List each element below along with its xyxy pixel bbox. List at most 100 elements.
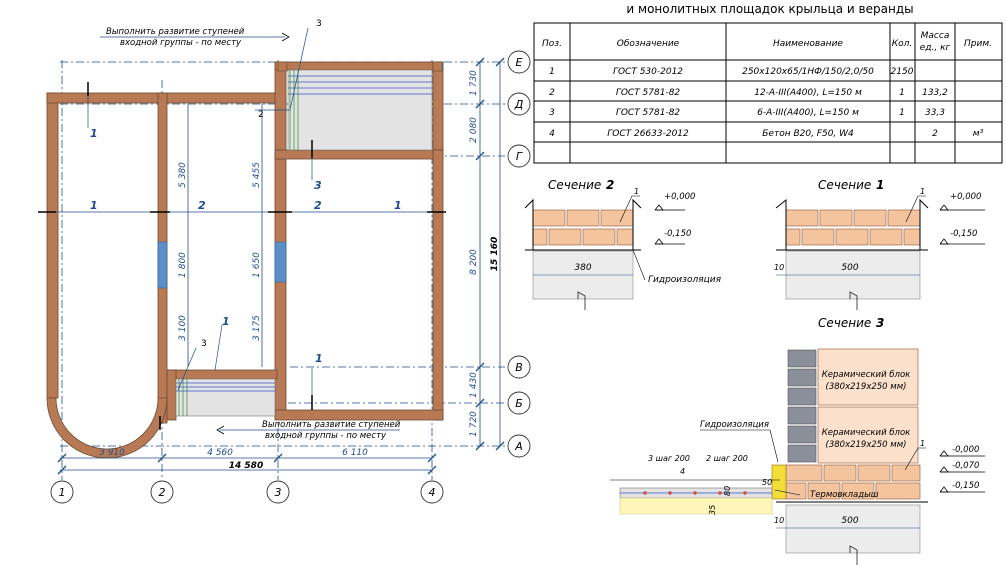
row3-name: 6-А-III(А400), L=150 м bbox=[757, 108, 859, 118]
section-1: Сечение 1 500 10 1 +0,000 -0,150 bbox=[774, 178, 985, 310]
section-2-width: 380 bbox=[574, 263, 591, 273]
dim-in-1: 5 380 bbox=[178, 162, 188, 188]
row3-pos: 3 bbox=[549, 108, 555, 118]
row2-qty: 1 bbox=[899, 88, 905, 98]
leader-label-3-bottom: 3 bbox=[201, 339, 207, 349]
arrow-bottom bbox=[216, 425, 225, 435]
axis-3: 3 bbox=[275, 486, 282, 499]
dim-r-5: 1 720 bbox=[469, 411, 479, 437]
row4-designation: ГОСТ 26633-2012 bbox=[607, 129, 689, 139]
section-1-num: 1 bbox=[876, 178, 884, 192]
note-top-1: Выполнить развитие ступеней bbox=[106, 27, 245, 37]
plan-section-2a: 2 bbox=[198, 199, 206, 212]
row3-mass: 33,3 bbox=[925, 108, 945, 118]
axis-B: Б bbox=[515, 397, 523, 410]
porch-slab-bottom bbox=[175, 378, 276, 417]
axis-2: 2 bbox=[159, 486, 166, 499]
section-1-elev-top: +0,000 bbox=[950, 192, 981, 202]
section-cut-marks bbox=[38, 82, 446, 430]
dim-r-total: 15 160 bbox=[490, 237, 500, 271]
section-3-block1-1: Керамический блок bbox=[822, 370, 911, 380]
row3-qty: 1 bbox=[899, 108, 905, 118]
axis-V: В bbox=[515, 361, 523, 374]
dim-r-1: 1 730 bbox=[469, 70, 479, 96]
col-note: Прим. bbox=[964, 39, 992, 49]
section-2-num: 2 bbox=[606, 178, 614, 192]
plan-section-1c: 1 bbox=[394, 199, 402, 212]
plan-section-3: 3 bbox=[314, 179, 322, 192]
axis-A: А bbox=[514, 440, 523, 453]
axis-E: Е bbox=[516, 56, 523, 69]
dim-b-total: 14 580 bbox=[229, 461, 263, 471]
section-3: Сечение 3 Керамический блок (380x219x250… bbox=[610, 316, 985, 565]
plan-section-1b: 1 bbox=[90, 199, 98, 212]
section-3-hydro: Гидроизоляция bbox=[700, 420, 769, 430]
note-top-2: входной группы - по месту bbox=[120, 38, 242, 48]
row2-pos: 2 bbox=[549, 88, 555, 98]
col-mass-2: ед., кг bbox=[920, 43, 951, 53]
dim-in-3: 3 100 bbox=[178, 315, 188, 341]
col-qty: Кол. bbox=[892, 39, 913, 49]
dim-in-5: 1 650 bbox=[252, 252, 262, 278]
section-1-width: 500 bbox=[841, 263, 858, 273]
dimension-lines bbox=[57, 57, 505, 475]
section-2-hydro: Гидроизоляция bbox=[648, 275, 722, 285]
section-3-title: Сечение bbox=[818, 316, 871, 330]
section-2-pos: 1 bbox=[634, 187, 639, 196]
spec-table bbox=[533, 22, 1003, 164]
section-3-width: 500 bbox=[841, 516, 858, 526]
row4-mass: 2 bbox=[932, 129, 938, 139]
section-3-elev1: -0,000 bbox=[952, 445, 979, 455]
plan-section-1d: 1 bbox=[222, 315, 230, 328]
dim-b-1: 3 910 bbox=[99, 448, 125, 458]
axis-bubbles bbox=[50, 50, 531, 504]
plan-section-1a: 1 bbox=[90, 127, 98, 140]
dim-in-4: 5 455 bbox=[252, 162, 262, 188]
plan-section-2b: 2 bbox=[314, 199, 322, 212]
section-3-block2-1: Керамический блок bbox=[822, 428, 911, 438]
row2-name: 12-А-III(А400), L=150 м bbox=[754, 88, 862, 98]
row1-name: 250х120х65/1НФ/150/2,0/50 bbox=[742, 67, 874, 77]
note-bottom-1: Выполнить развитие ступеней bbox=[262, 420, 401, 430]
section-2: Сечение 2 380 Гидроизоляция 1 +0,000 -0,… bbox=[524, 178, 722, 310]
section-1-title: Сечение bbox=[818, 178, 871, 192]
section-3-rebar2: 2 шаг 200 bbox=[706, 454, 748, 463]
section-3-elev3: -0,150 bbox=[952, 481, 979, 491]
axis-4: 4 bbox=[429, 486, 436, 499]
section-3-pos1: 1 bbox=[920, 439, 925, 448]
axis-D: Д bbox=[514, 98, 524, 111]
leader-lines bbox=[56, 27, 427, 431]
col-pos: Поз. bbox=[542, 39, 562, 49]
section-3-dim50: 50 bbox=[762, 478, 772, 487]
section-1-pos: 1 bbox=[920, 187, 925, 196]
col-mass-1: Масса bbox=[921, 31, 950, 41]
dim-r-2: 2 080 bbox=[469, 117, 479, 143]
row3-designation: ГОСТ 5781-82 bbox=[616, 108, 681, 118]
porch-slab-top bbox=[277, 61, 443, 151]
row4-name: Бетон В20, F50, W4 bbox=[762, 129, 854, 139]
leader-label-3-top: 3 bbox=[316, 19, 322, 29]
axis-1: 1 bbox=[59, 486, 66, 499]
col-name: Наименование bbox=[773, 39, 843, 49]
section-1-elev-low: -0,150 bbox=[950, 229, 977, 239]
section-3-pos4: 4 bbox=[680, 467, 685, 476]
note-bottom-2: входной группы - по месту bbox=[265, 431, 387, 441]
row4-note: м³ bbox=[973, 129, 984, 139]
col-designation: Обозначение bbox=[617, 39, 680, 49]
section-3-dim80: 80 bbox=[723, 486, 732, 496]
row1-designation: ГОСТ 530-2012 bbox=[613, 67, 683, 77]
arrow-top bbox=[281, 32, 290, 42]
dim-b-3: 6 110 bbox=[342, 448, 368, 458]
row2-mass: 133,2 bbox=[922, 88, 948, 98]
dim-in-6: 3 175 bbox=[252, 315, 262, 341]
section-3-dim35: 35 bbox=[708, 505, 717, 515]
section-3-num: 3 bbox=[876, 316, 884, 330]
section-3-thermo: Термовкладыш bbox=[810, 490, 879, 500]
axis-G: Г bbox=[516, 150, 523, 163]
row4-pos: 4 bbox=[549, 129, 555, 139]
section-3-block2-2: (380x219x250 мм) bbox=[826, 440, 907, 450]
section-2-title: Сечение bbox=[548, 178, 601, 192]
dim-r-4: 1 430 bbox=[469, 372, 479, 398]
section-2-elev-top: +0,000 bbox=[664, 192, 695, 202]
